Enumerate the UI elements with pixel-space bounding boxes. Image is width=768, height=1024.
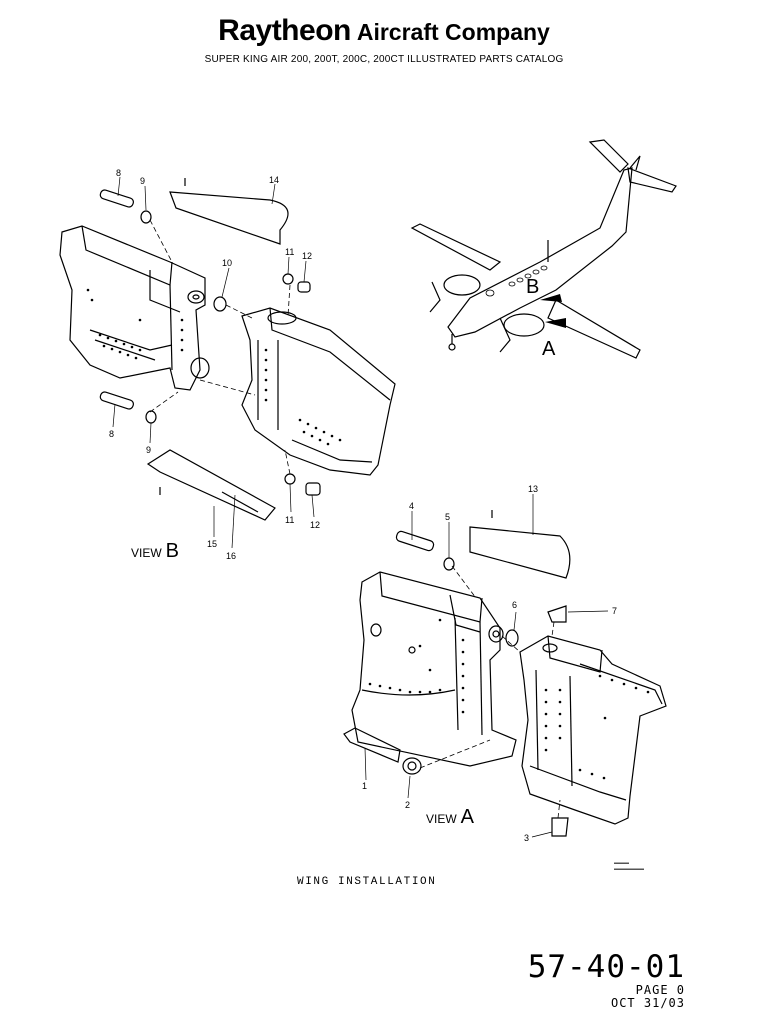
company-name: Aircraft Company	[356, 19, 550, 45]
callout-11-bottom: 11	[285, 515, 294, 525]
view-a-left-rivets	[368, 618, 465, 714]
view-a-leaders	[364, 494, 609, 838]
callout-16: 16	[226, 551, 236, 561]
view-b-hardware	[99, 178, 321, 521]
view-a-letter: A	[460, 806, 475, 828]
airplane-label-b: B	[526, 276, 540, 298]
brand-name: Raytheon	[218, 14, 351, 47]
view-b-left-fitting	[59, 225, 210, 391]
callout-13: 13	[528, 484, 538, 494]
callout-11-top: 11	[285, 247, 294, 257]
callout-8-top: 8	[116, 168, 121, 178]
callout-7: 7	[612, 606, 617, 616]
callout-12-bottom: 12	[310, 520, 320, 530]
callout-15: 15	[207, 539, 217, 549]
callout-4: 4	[409, 501, 414, 511]
callout-14: 14	[269, 175, 279, 185]
page-label: PAGE 0	[635, 983, 685, 997]
view-b-right-fitting	[241, 307, 396, 476]
callout-5: 5	[445, 512, 450, 522]
callout-1: 1	[362, 781, 367, 791]
chapter-code: 57-40-01	[527, 949, 685, 985]
page-number-block: 57-40-01 PAGE 0 OCT 31/03	[528, 950, 685, 1010]
callout-9-bottom: 9	[146, 445, 151, 455]
revision-date: OCT 31/03	[610, 996, 685, 1010]
callout-8-bottom: 8	[109, 429, 114, 439]
callout-numbers: 8 9 14 10 11 12 8 9 11 12 15 16 4 5 13 6…	[109, 168, 617, 843]
callout-3: 3	[524, 833, 529, 843]
airplane-label-a: A	[542, 338, 556, 360]
view-a-right-fitting	[519, 605, 667, 837]
view-b-alignment-lines	[149, 219, 291, 475]
airplane-silhouette	[410, 139, 677, 359]
view-b-prefix: VIEW	[131, 546, 162, 560]
catalog-subtitle: SUPER KING AIR 200, 200T, 200C, 200CT IL…	[204, 54, 564, 65]
view-a-left-fitting	[351, 571, 517, 767]
figure-caption: WING INSTALLATION	[297, 876, 437, 888]
view-b-right-rivets	[264, 348, 342, 446]
callout-12-top: 12	[302, 251, 312, 261]
view-b-leaders	[112, 176, 315, 549]
callout-6: 6	[512, 600, 517, 610]
view-b-left-rivets	[86, 288, 184, 360]
view-a-right-rivets	[544, 674, 650, 780]
view-a-hardware	[343, 510, 571, 775]
callout-9-top: 9	[140, 176, 145, 186]
drawing-stamp-mark: ▬▬▬▬▬▬▬▬▬	[614, 860, 644, 872]
airplane-windows	[485, 265, 548, 297]
airplane-attach-arrows	[540, 294, 566, 328]
view-b-letter: B	[165, 540, 180, 562]
view-a-prefix: VIEW	[426, 812, 457, 826]
callout-10: 10	[222, 258, 232, 268]
callout-2: 2	[405, 800, 410, 810]
view-a-alignment-lines	[419, 565, 561, 819]
